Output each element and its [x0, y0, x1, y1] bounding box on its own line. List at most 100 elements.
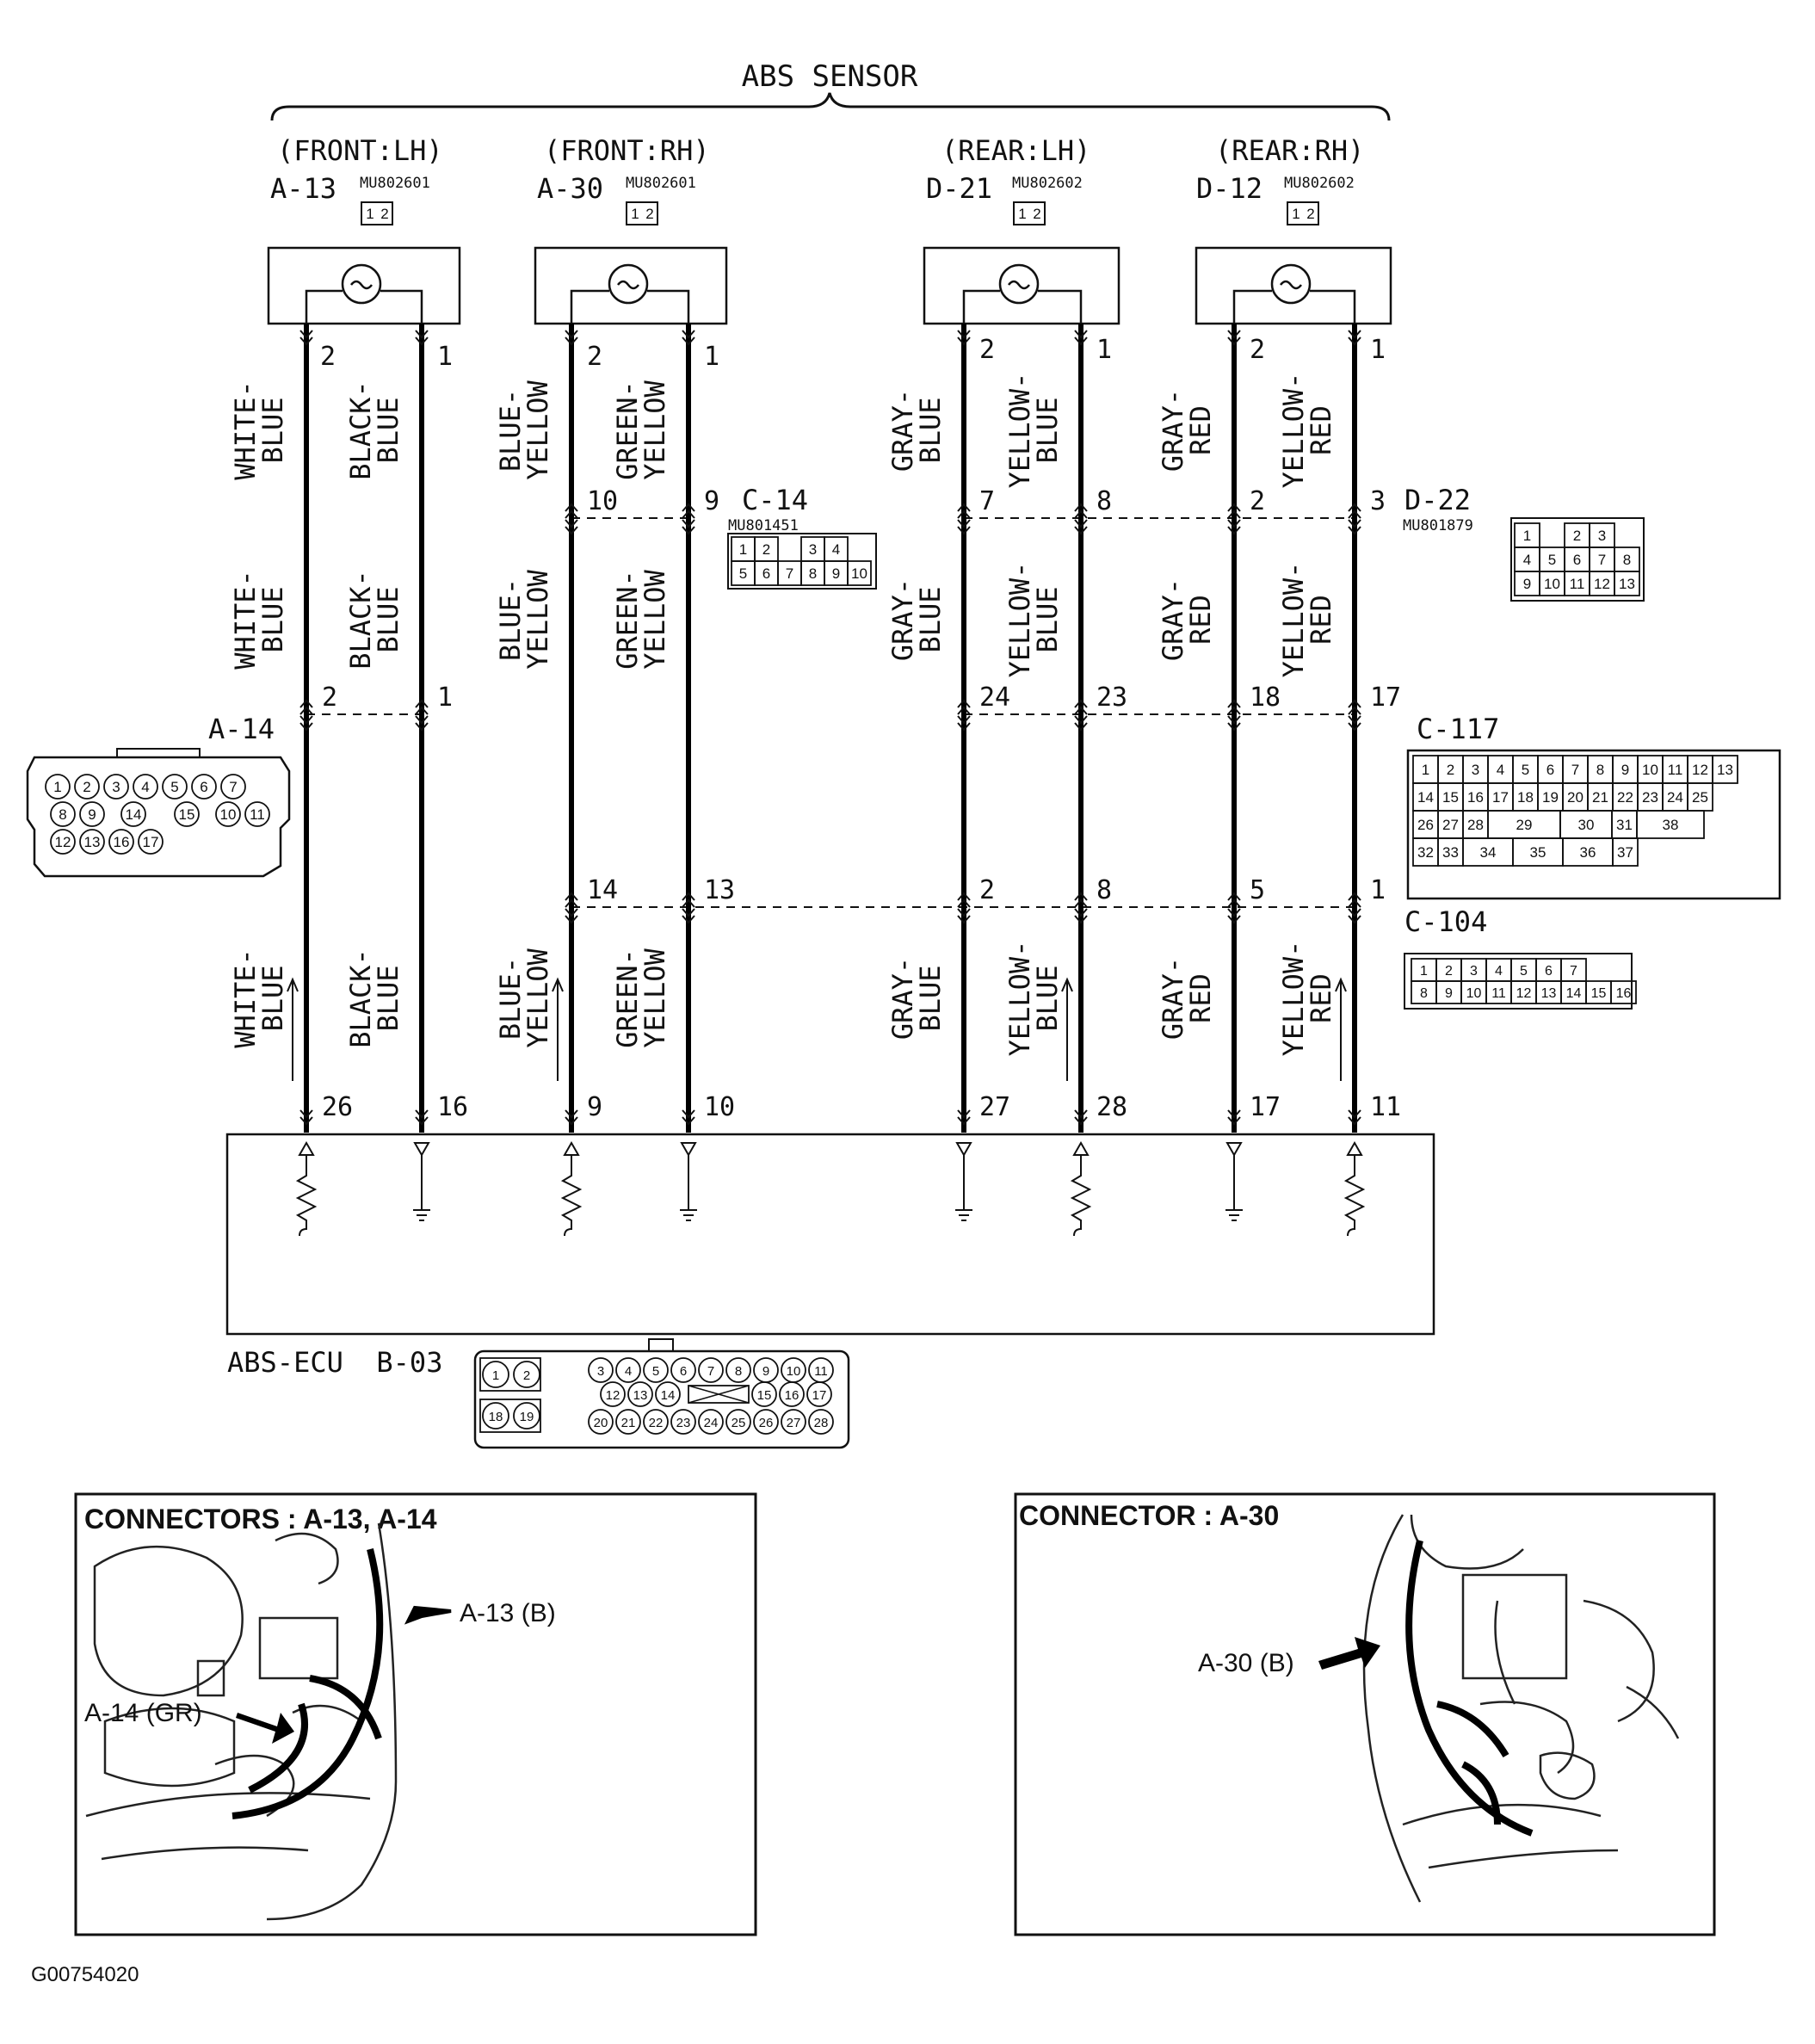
- abs-ecu-internals: [295, 1140, 1366, 1237]
- input-triangle-icon: [298, 1140, 315, 1156]
- connector-pin-cell: 24: [1667, 789, 1683, 806]
- wire-color-text: BLACK-: [344, 380, 377, 480]
- sensor-connector-label: A-30: [537, 172, 603, 205]
- wire-color-text: BLUE: [256, 397, 289, 463]
- ground-icon: [413, 1155, 430, 1221]
- connector-pin-cell: 14: [1566, 986, 1582, 1001]
- connector-pin-cell: 38: [1663, 817, 1679, 833]
- ecu-pin-number: 28: [1096, 1092, 1127, 1122]
- connector-pin-cell: 16: [785, 1388, 799, 1403]
- sensor-front-rh: (FRONT:RH) A-30 MU802601 1 2: [537, 134, 710, 225]
- wire-color-text: YELLOW: [522, 948, 554, 1047]
- c-104-name: C-104: [1404, 905, 1487, 938]
- pin-circle: [808, 1409, 834, 1435]
- connector-pin-cell: 14: [661, 1388, 676, 1403]
- callout-label: A-13 (B): [460, 1599, 556, 1627]
- pin-circle: [215, 801, 241, 827]
- connector-chevron: [415, 1109, 429, 1126]
- connector-pin-cell: 20: [594, 1416, 608, 1430]
- connector-chevron: [1227, 1109, 1241, 1126]
- pin-box: [479, 1357, 541, 1392]
- connector-chevron: [957, 519, 971, 535]
- connector-pin-cell: 2: [762, 541, 770, 558]
- connector-pin-cell: 13: [1619, 576, 1635, 592]
- wire-color-text: RED: [1184, 405, 1217, 455]
- connector-name-labels: C-14 MU801451 D-22 MU801879 A-14 C-117 C…: [208, 484, 1499, 938]
- c-117-face-outline: [1406, 749, 1781, 900]
- sensor-body-front-lh: [267, 246, 461, 325]
- ecu-pin-number: 27: [979, 1092, 1010, 1122]
- wire-color-text: BLUE-: [494, 957, 527, 1040]
- sensor-position-label: (REAR:LH): [941, 134, 1090, 167]
- sensor-pin-label: 1: [437, 342, 453, 372]
- pin-box: [1614, 571, 1640, 596]
- connector-chevron: [1227, 699, 1241, 715]
- pin-circle: [655, 1381, 681, 1407]
- wire-pin-number: 23: [1096, 682, 1127, 713]
- wire-color-text: GREEN-: [611, 380, 644, 480]
- pin-circle: [588, 1409, 614, 1435]
- pin-circle: [513, 1361, 540, 1388]
- wire-color-label: GRAY-RED: [1157, 578, 1217, 661]
- connector-chevron: [299, 715, 313, 732]
- diagram-title: ABS SENSOR: [742, 59, 918, 94]
- connector-pin-cell: 26: [759, 1416, 774, 1430]
- wire-color-text: YELLOW-: [1277, 941, 1310, 1057]
- pin-circle: [725, 1357, 751, 1383]
- plug-pin-1: 1: [366, 206, 373, 222]
- sensor-rear-lh: (REAR:LH) D-21 MU802602 1 2: [926, 134, 1090, 225]
- connector-chevron: [957, 1109, 971, 1126]
- connector-chevron: [299, 699, 313, 715]
- connector-pin-cell: 17: [812, 1388, 827, 1403]
- connector-pin-cell: 2: [83, 779, 90, 795]
- connector-pin-cell: 3: [809, 541, 817, 558]
- connector-chevron: [1227, 892, 1241, 908]
- connector-pin-cell: 4: [1495, 964, 1503, 979]
- pin-circle: [50, 829, 76, 855]
- resistor-icon: [295, 1155, 318, 1237]
- wire-color-label: WHITE-BLUE: [229, 570, 289, 670]
- connector-chevron: [1227, 715, 1241, 732]
- pin-circle: [615, 1409, 641, 1435]
- plug-pin-2: 2: [380, 206, 388, 222]
- wire-color-text: YELLOW-: [1003, 941, 1036, 1057]
- sensor-position-label: (FRONT:RH): [544, 134, 710, 167]
- wire-color-label: BLUE-YELLOW: [494, 948, 554, 1047]
- pin-circle: [779, 1381, 805, 1407]
- connector-pin-cell: 23: [1642, 789, 1658, 806]
- connector-pin-cell: 13: [1717, 762, 1733, 778]
- sensor-position-label: (FRONT:LH): [277, 134, 443, 167]
- connector-pin-cell: 9: [1621, 762, 1629, 778]
- wire-color-label: BLACK-BLUE: [344, 570, 404, 670]
- connector-pin-cell: 22: [649, 1416, 664, 1430]
- wire-pin-number: 2: [322, 682, 337, 713]
- pin-box: [847, 560, 872, 586]
- connector-pin-cell: 29: [1516, 817, 1533, 833]
- wire-pin-number: 5: [1250, 875, 1265, 905]
- wire-pin-number: 2: [979, 875, 995, 905]
- connector-chevron: [682, 503, 695, 519]
- sensor-mini-plug: [1287, 201, 1319, 225]
- connector-pin-cell: 19: [520, 1410, 534, 1424]
- resistor-icon: [1070, 1155, 1092, 1237]
- connector-chevron: [682, 908, 695, 924]
- sensor-pin-label: 2: [587, 342, 602, 372]
- connector-pin-cell: 17: [1492, 789, 1509, 806]
- connector-pin-cell: 31: [1616, 817, 1633, 833]
- connector-pin-cell: 4: [141, 779, 149, 795]
- connector-pin-cell: 14: [1417, 789, 1434, 806]
- connector-pin-cell: 7: [707, 1364, 714, 1379]
- connector-chevron: [1227, 519, 1241, 535]
- connector-pin-cell: 6: [200, 779, 207, 795]
- connector-pin-cell: 20: [1567, 789, 1583, 806]
- pin-circle: [45, 774, 71, 800]
- pin-box: [1612, 837, 1639, 867]
- connector-pin-cell: 5: [739, 565, 747, 582]
- c-117-name: C-117: [1417, 713, 1499, 745]
- wire-color-label: YELLOW-BLUE: [1003, 373, 1064, 489]
- pin-circle: [162, 774, 188, 800]
- connector-chevron: [957, 892, 971, 908]
- wire-pin-number: 3: [1370, 486, 1386, 516]
